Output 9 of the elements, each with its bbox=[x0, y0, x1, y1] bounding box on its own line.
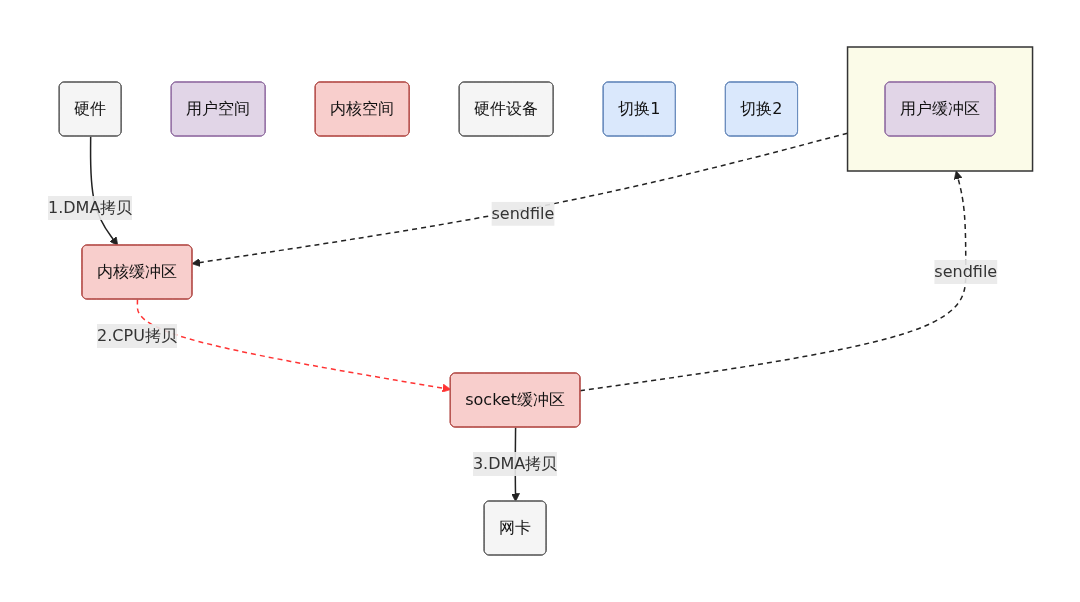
arrow bbox=[578, 170, 967, 392]
arrow bbox=[136, 298, 451, 393]
arrow bbox=[191, 132, 848, 267]
cluster bbox=[846, 46, 1033, 172]
edge-label: 2.CPU拷贝 bbox=[96, 326, 177, 345]
edge-label: sendfile bbox=[934, 262, 997, 281]
edge-label: sendfile bbox=[491, 203, 555, 223]
edge-label: 1.DMA拷贝 bbox=[47, 198, 133, 217]
edge-label: 3.DMA拷贝 bbox=[472, 454, 557, 473]
